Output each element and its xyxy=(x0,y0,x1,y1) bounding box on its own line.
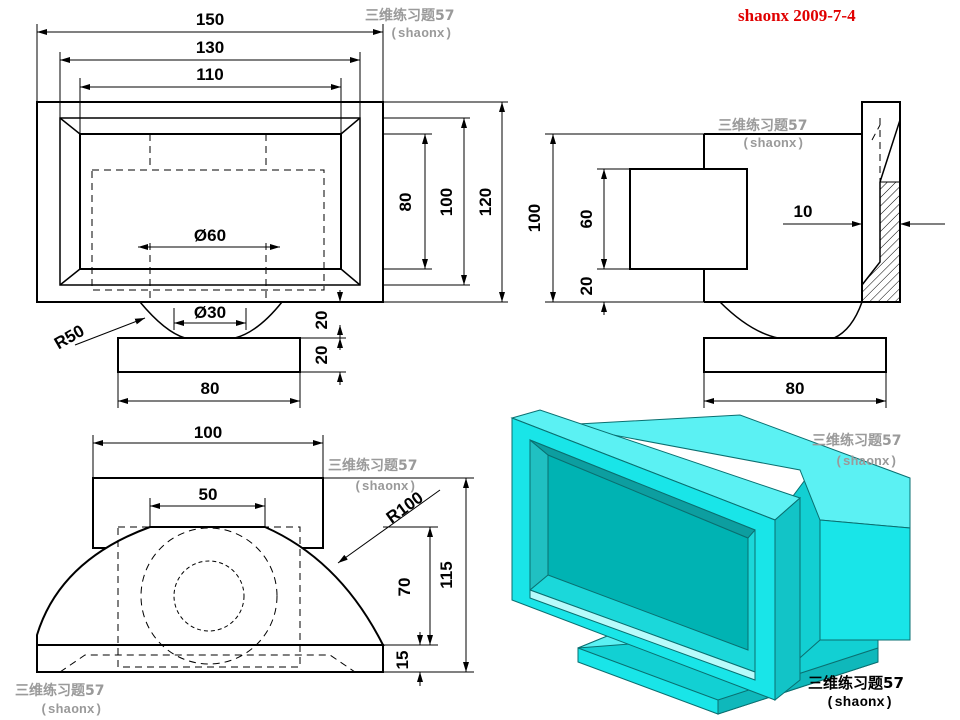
iso-caption-en: (shaonx) xyxy=(826,695,893,711)
dim-top-115: 115 xyxy=(437,561,456,588)
watermark-en: (shaonx) xyxy=(390,26,452,41)
side-base xyxy=(703,337,887,373)
front-screen xyxy=(79,133,342,270)
watermarks: 三维练习题57 (shaonx) 三维练习题57 (shaonx) 三维练习题5… xyxy=(15,7,901,717)
watermark-en: (shaonx) xyxy=(835,454,897,469)
watermark-cn: 三维练习题57 xyxy=(812,432,901,449)
isometric-view xyxy=(510,409,911,715)
dim-110: 110 xyxy=(196,65,223,84)
top-dimensions xyxy=(92,435,474,686)
dim-base-20: 20 xyxy=(312,346,331,365)
watermark-en: (shaonx) xyxy=(742,136,804,151)
dim-side-100: 100 xyxy=(525,204,544,232)
watermark-en: (shaonx) xyxy=(354,479,416,494)
dim-top-100: 100 xyxy=(194,423,222,442)
dim-side-20: 20 xyxy=(577,277,596,296)
side-rear-box xyxy=(629,168,748,270)
dim-100: 100 xyxy=(437,188,456,216)
top-view xyxy=(36,477,385,673)
dim-150: 150 xyxy=(196,10,224,29)
side-dim-labels: 100 60 20 10 80 xyxy=(525,202,812,398)
dim-top-50: 50 xyxy=(199,485,218,504)
author-signature: shaonx 2009-7-4 xyxy=(738,6,856,25)
dim-neck-20: 20 xyxy=(312,311,331,330)
watermark-cn: 三维练习题57 xyxy=(15,682,104,699)
front-outer-frame xyxy=(36,101,384,303)
dim-side-80: 80 xyxy=(786,379,805,398)
dim-dia30: Ø30 xyxy=(194,303,226,322)
front-view xyxy=(36,101,384,373)
side-view xyxy=(629,101,901,373)
watermark-cn: 三维练习题57 xyxy=(365,7,454,24)
dim-dia60: Ø60 xyxy=(194,226,226,245)
watermark-cn: 三维练习题57 xyxy=(718,117,807,134)
side-dimensions xyxy=(545,133,945,408)
front-dim-labels: 150 130 110 Ø60 Ø30 R50 80 80 100 120 20… xyxy=(51,10,495,398)
dim-130: 130 xyxy=(196,38,224,57)
side-neck xyxy=(719,301,863,339)
dim-side-60: 60 xyxy=(577,210,596,229)
dim-top-15: 15 xyxy=(393,651,412,670)
watermark-cn: 三维练习题57 xyxy=(328,457,417,474)
dim-80: 80 xyxy=(396,193,415,212)
dim-r50: R50 xyxy=(51,321,88,353)
dim-top-70: 70 xyxy=(395,578,414,597)
front-base xyxy=(117,337,301,373)
dim-120: 120 xyxy=(476,188,495,216)
watermark-en: (shaonx) xyxy=(40,702,102,717)
top-front-panel xyxy=(36,644,384,673)
front-bezel xyxy=(59,117,361,286)
top-arc-body xyxy=(36,526,385,646)
iso-caption-cn: 三维练习题57 xyxy=(808,674,904,692)
dim-side-10: 10 xyxy=(794,202,813,221)
front-dimensions xyxy=(36,24,508,408)
dim-base-80: 80 xyxy=(201,379,220,398)
